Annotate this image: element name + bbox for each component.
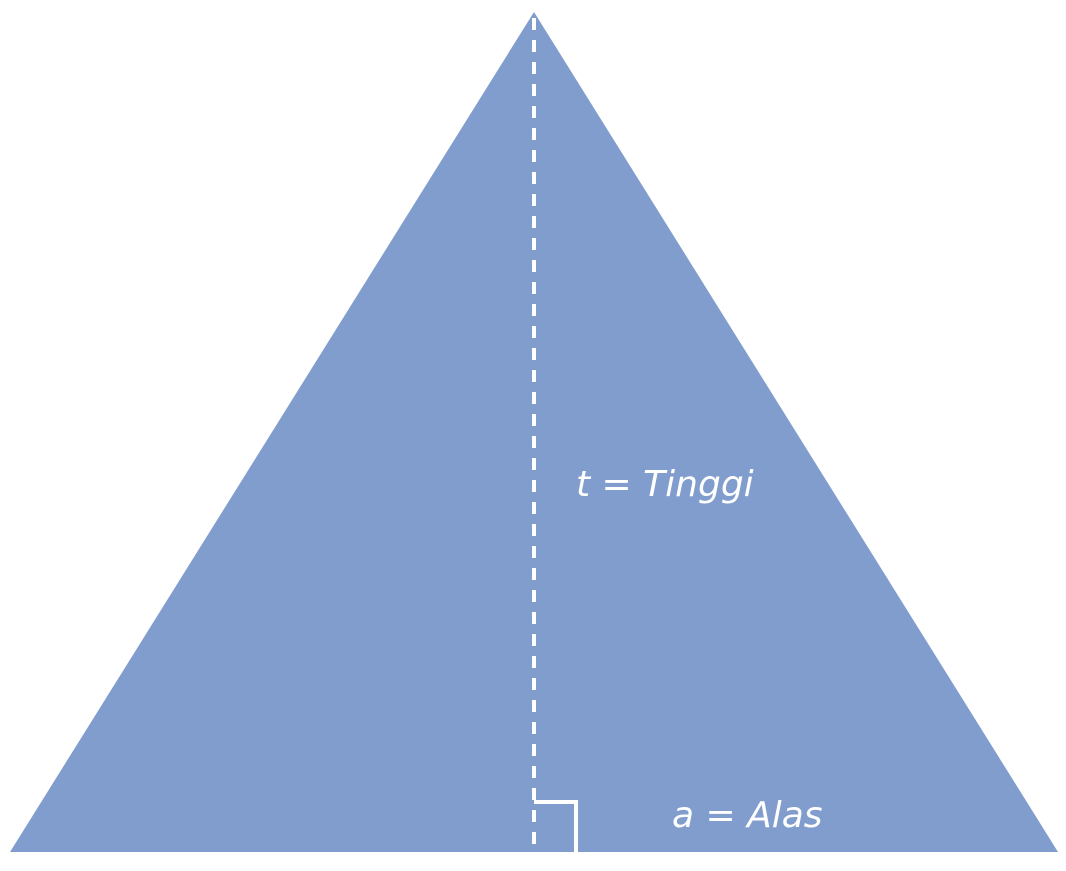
- base-label: a = Alas: [672, 795, 823, 836]
- height-label: t = Tinggi: [576, 464, 754, 505]
- right-angle-marker: [534, 800, 578, 852]
- triangle-shape: [10, 12, 1058, 852]
